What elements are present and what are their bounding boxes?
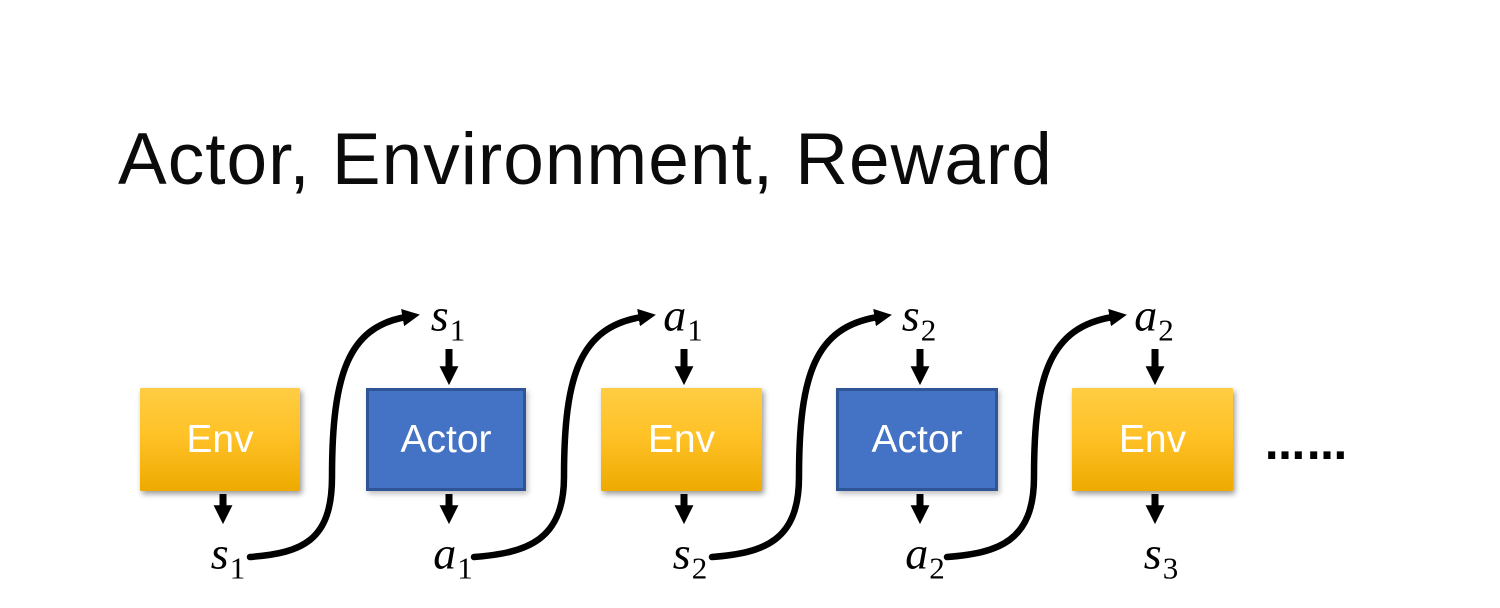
label-s2-bottom: s2 <box>672 527 708 586</box>
actor-box-2-label: Actor <box>871 418 963 461</box>
label-a1-top-subscript: 1 <box>687 312 703 348</box>
label-s3-bottom-subscript: 3 <box>1162 550 1179 586</box>
label-s1-top-base: s <box>430 289 449 341</box>
env-box-1-label: Env <box>186 418 254 461</box>
env-box-1: Env <box>140 388 300 491</box>
label-a2-bottom: a2 <box>905 527 945 586</box>
env-box-3-label: Env <box>1118 418 1187 461</box>
label-a2-top-base: a <box>1134 289 1158 341</box>
label-a2-bottom-base: a <box>905 527 929 579</box>
label-a2-top: a2 <box>1134 289 1174 348</box>
label-s2-top: s2 <box>901 289 937 348</box>
label-a1-top-base: a <box>663 289 687 341</box>
label-a1-bottom: a1 <box>433 527 473 586</box>
label-s2-top-subscript: 2 <box>920 312 937 348</box>
label-s3-bottom-base: s <box>1143 527 1162 579</box>
label-s3-bottom: s3 <box>1143 527 1179 586</box>
label-s2-bottom-base: s <box>672 527 691 579</box>
continuation-ellipsis: …… <box>1265 423 1349 469</box>
label-a1-top: a1 <box>663 289 703 348</box>
actor-box-1: Actor <box>366 388 526 491</box>
env-box-2-label: Env <box>647 418 716 461</box>
label-a2-bottom-subscript: 2 <box>929 550 945 586</box>
label-a2-top-subscript: 2 <box>1158 312 1174 348</box>
actor-box-2: Actor <box>836 388 998 491</box>
label-s1-bottom-base: s <box>210 527 229 579</box>
slide-title: Actor, Environment, Reward <box>118 119 1053 200</box>
label-a1-bottom-base: a <box>433 527 457 579</box>
env-box-2: Env <box>601 388 762 491</box>
env-box-3: Env <box>1072 388 1233 491</box>
label-s1-top: s1 <box>430 289 466 348</box>
label-s1-bottom: s1 <box>210 527 246 586</box>
label-a1-bottom-subscript: 1 <box>457 550 473 586</box>
label-s1-bottom-subscript: 1 <box>229 550 246 586</box>
label-s2-top-base: s <box>901 289 920 341</box>
label-s1-top-subscript: 1 <box>449 312 466 348</box>
actor-box-1-label: Actor <box>400 418 492 461</box>
label-s2-bottom-subscript: 2 <box>691 550 708 586</box>
